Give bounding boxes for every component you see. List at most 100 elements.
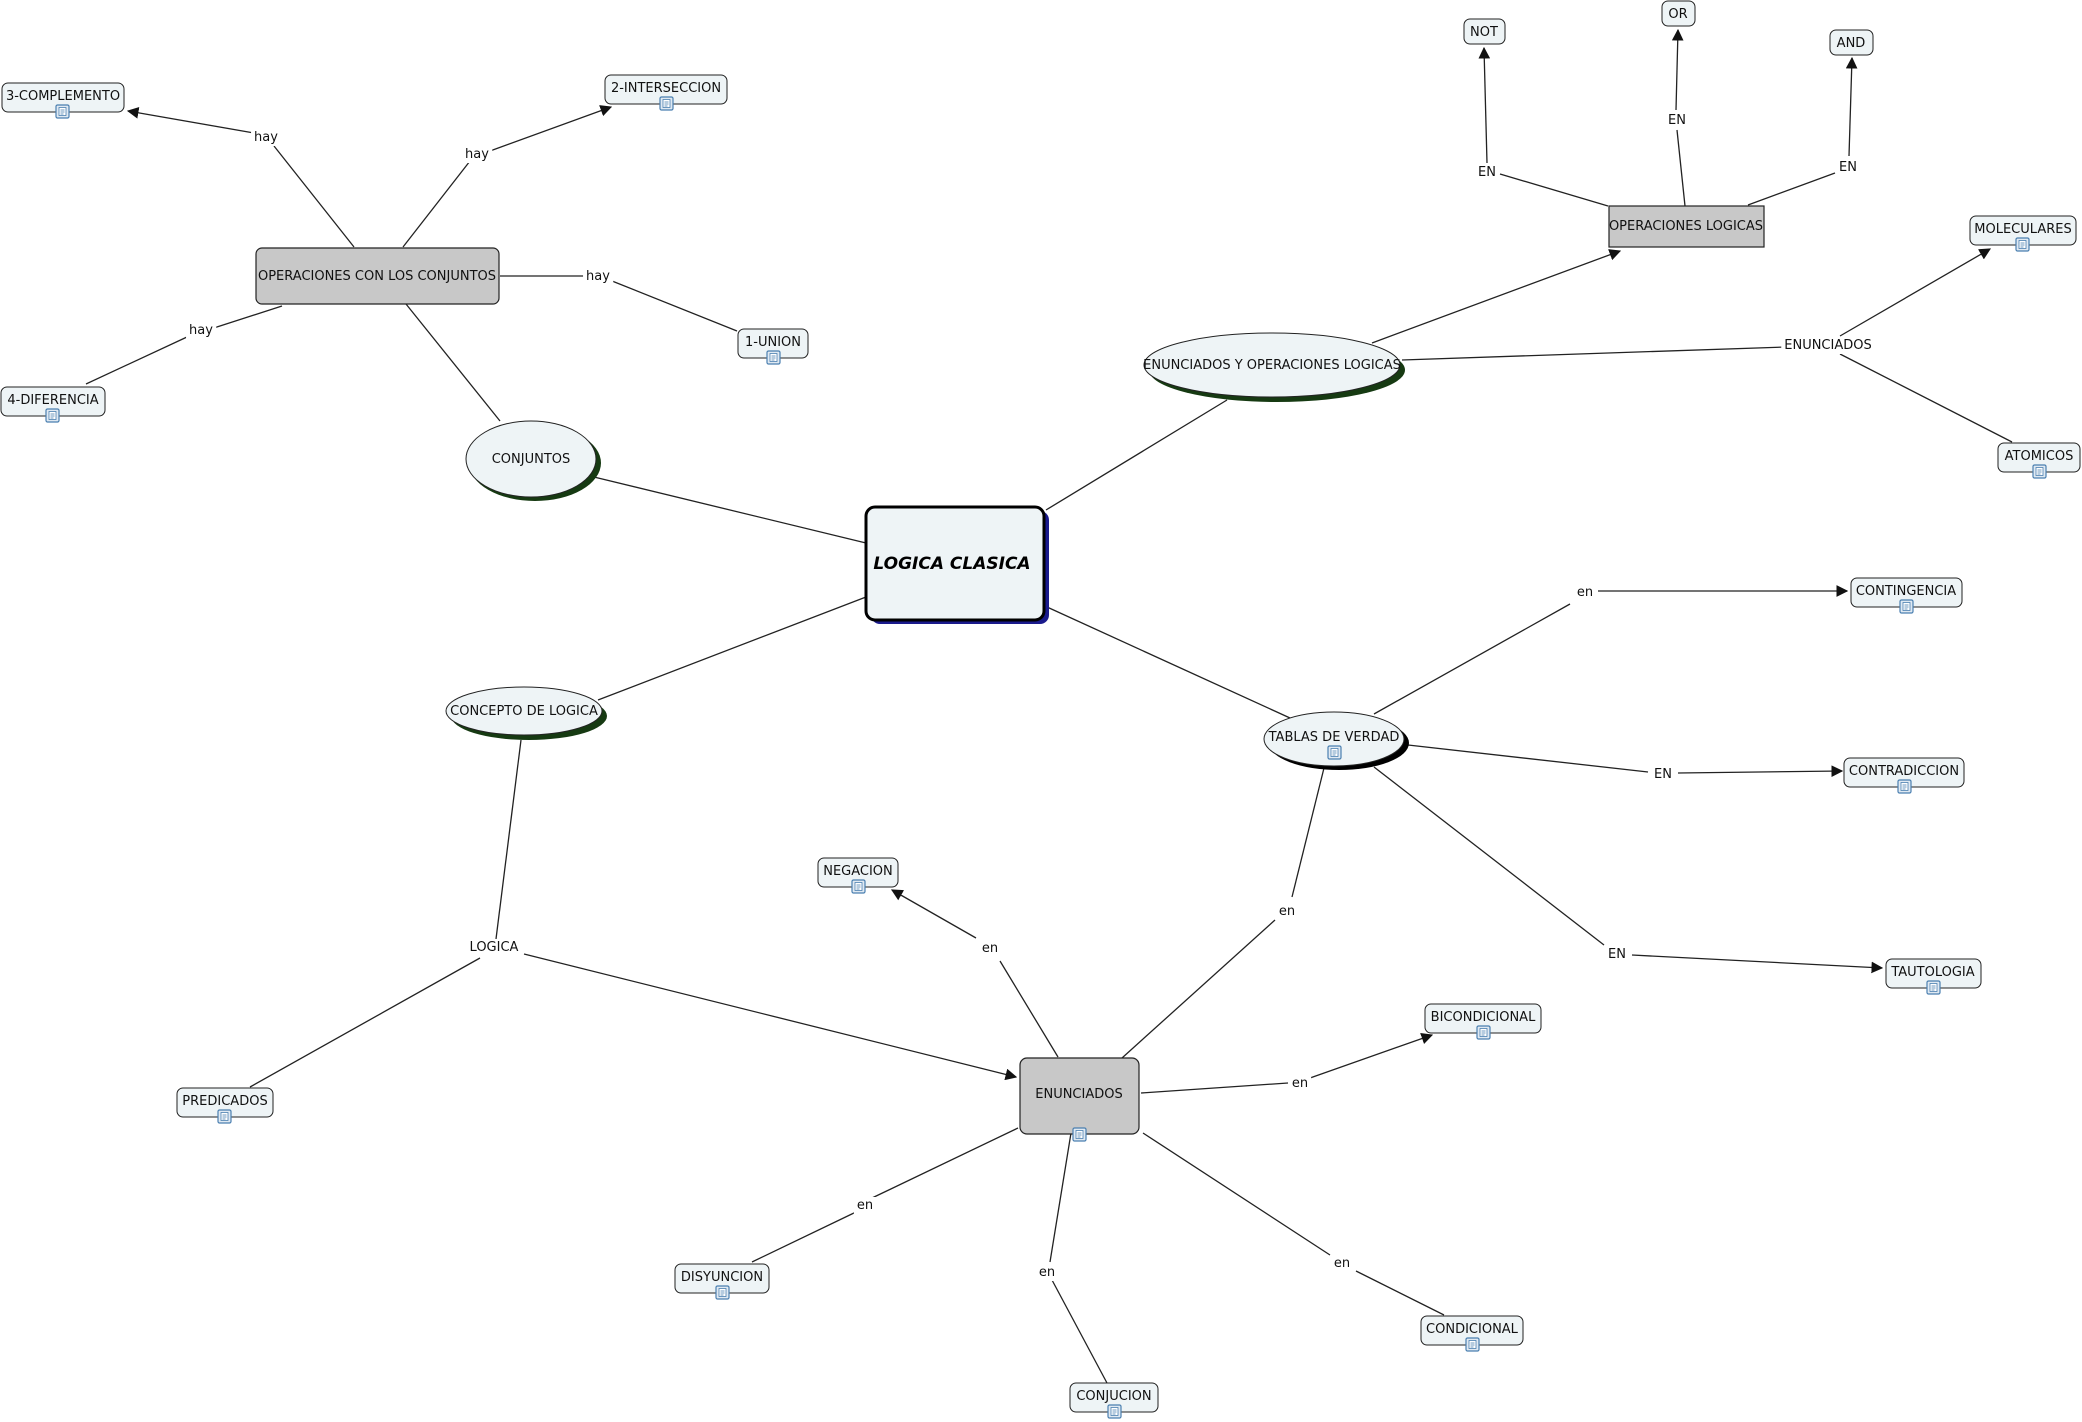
node-enunciados[interactable]: ENUNCIADOS	[1019, 1057, 1140, 1142]
node-negacion[interactable]: NEGACION	[817, 857, 899, 894]
node-complemento[interactable]: 3-COMPLEMENTO	[1, 82, 125, 119]
node-or[interactable]: OR	[1661, 0, 1696, 27]
link-label-background	[1836, 159, 1860, 176]
link-label-background	[853, 1197, 877, 1214]
link-label-background	[1288, 1075, 1312, 1092]
node-conjuntos[interactable]: CONJUNTOS	[465, 420, 601, 501]
node-moleculares[interactable]: MOLECULARES	[1969, 215, 2077, 252]
node-diferencia[interactable]: 4-DIFERENCIA	[0, 386, 106, 423]
link-label-background	[1605, 946, 1629, 963]
link-en-tablas[interactable]: en	[1279, 904, 1295, 919]
node-tablas-verdad[interactable]: TABLAS DE VERDAD	[1263, 711, 1409, 770]
link-hay-union[interactable]: hay	[586, 269, 610, 284]
node-and[interactable]: AND	[1829, 29, 1874, 56]
document-icon[interactable]	[55, 104, 70, 119]
link-en-not[interactable]: EN	[1478, 165, 1496, 180]
node-bicondicional[interactable]: BICONDICIONAL	[1424, 1003, 1542, 1040]
node-contingencia[interactable]: CONTINGENCIA	[1850, 577, 1963, 614]
edge-enunciados-en-tablas	[1121, 919, 1276, 1059]
document-icon[interactable]	[2015, 237, 2030, 252]
link-en-contingencia[interactable]: en	[1577, 585, 1593, 600]
edge-hay-diferencia	[85, 336, 188, 385]
node-contradiccion-label: CONTRADICCION	[1849, 764, 1959, 779]
node-operaciones-conjuntos[interactable]: OPERACIONES CON LOS CONJUNTOS	[255, 247, 500, 305]
edge-conjuntos-operaciones	[405, 303, 501, 422]
node-concepto-logica-label: CONCEPTO DE LOGICA	[450, 704, 598, 719]
link-label-background	[978, 940, 1002, 957]
document-icon[interactable]	[1926, 980, 1941, 995]
edge-oplog-en-and	[1747, 172, 1836, 206]
document-icon[interactable]	[1465, 1337, 1480, 1352]
node-union-label: 1-UNION	[745, 335, 801, 350]
edge-en-or	[1671, 28, 1684, 111]
edge-tablas-en-contingencia	[1373, 603, 1571, 715]
edge-enunciados-link-moleculares	[1839, 248, 1992, 337]
link-en-or[interactable]: EN	[1668, 113, 1686, 128]
node-interseccion[interactable]: 2-INTERSECCION	[604, 74, 728, 111]
node-operaciones-logicas[interactable]: OPERACIONES LOGICAS	[1608, 205, 1765, 248]
document-icon[interactable]	[45, 408, 60, 423]
link-hay-diferencia[interactable]: hay	[189, 323, 213, 338]
edge-en-contradiccion	[1677, 765, 1844, 777]
document-icon[interactable]	[1899, 599, 1914, 614]
edge-op-hay-complemento	[273, 145, 355, 248]
edge-en-not	[1478, 46, 1491, 164]
node-or-label: OR	[1668, 7, 1687, 22]
link-en-bicondicional[interactable]: en	[1292, 1076, 1308, 1091]
node-condicional[interactable]: CONDICIONAL	[1420, 1315, 1524, 1352]
document-icon[interactable]	[851, 879, 866, 894]
edge-enunciados-ops-to-oplog	[1371, 249, 1622, 344]
document-icon[interactable]	[1107, 1404, 1122, 1419]
link-label-background	[1275, 903, 1299, 920]
link-en-conjucion[interactable]: en	[1039, 1265, 1055, 1280]
node-predicados[interactable]: PREDICADOS	[176, 1087, 274, 1124]
link-en-condicional[interactable]: en	[1334, 1256, 1350, 1271]
link-hay-complemento[interactable]: hay	[254, 130, 278, 145]
edge-tablas-en-tautologia	[1373, 766, 1605, 946]
link-label-background	[1651, 766, 1675, 783]
link-labels: hay hay hay hay EN EN EN ENUNCIADOS LOGI…	[186, 112, 1875, 1281]
node-moleculares-label: MOLECULARES	[1974, 222, 2071, 237]
node-disyuncion-label: DISYUNCION	[681, 1270, 763, 1285]
document-icon[interactable]	[2032, 464, 2047, 479]
node-tautologia-label: TAUTOLOGIA	[1890, 965, 1974, 980]
document-icon[interactable]	[217, 1109, 232, 1124]
link-hay-interseccion[interactable]: hay	[465, 147, 489, 162]
node-disyuncion[interactable]: DISYUNCION	[674, 1263, 770, 1300]
edge-enunciados-en-conjucion	[1049, 1132, 1072, 1263]
edge-en-tablas	[1291, 767, 1325, 898]
node-not-label: NOT	[1470, 25, 1498, 40]
document-icon[interactable]	[1476, 1025, 1491, 1040]
node-tautologia[interactable]: TAUTOLOGIA	[1885, 958, 1982, 995]
node-operaciones-logicas-label: OPERACIONES LOGICAS	[1609, 219, 1763, 234]
link-en-disyuncion[interactable]: en	[857, 1198, 873, 1213]
node-contingencia-label: CONTINGENCIA	[1856, 584, 1956, 599]
link-en-negacion[interactable]: en	[982, 941, 998, 956]
node-logica-clasica[interactable]: LOGICA CLASICA	[864, 505, 1049, 624]
edge-logica-enunciados-ops	[1045, 399, 1228, 511]
document-icon[interactable]	[715, 1285, 730, 1300]
edge-hay-interseccion	[489, 105, 613, 152]
node-contradiccion[interactable]: CONTRADICCION	[1843, 757, 1965, 794]
node-not[interactable]: NOT	[1463, 18, 1506, 45]
link-enunciados[interactable]: ENUNCIADOS	[1784, 338, 1871, 353]
document-icon[interactable]	[1897, 779, 1912, 794]
link-en-contradiccion[interactable]: EN	[1654, 767, 1672, 782]
node-enunciados-operaciones[interactable]: ENUNCIADOS Y OPERACIONES LOGICAS	[1143, 332, 1405, 402]
edge-enunciados-en-disyuncion	[871, 1127, 1019, 1199]
document-icon[interactable]	[1072, 1127, 1087, 1142]
link-en-and[interactable]: EN	[1839, 160, 1857, 175]
document-icon[interactable]	[1327, 745, 1342, 760]
node-and-label: AND	[1837, 36, 1866, 51]
edge-en-and	[1845, 56, 1858, 157]
link-logica[interactable]: LOGICA	[470, 940, 519, 955]
node-union[interactable]: 1-UNION	[737, 328, 809, 365]
node-conjucion[interactable]: CONJUCION	[1069, 1382, 1159, 1419]
link-en-tautologia[interactable]: EN	[1608, 947, 1626, 962]
node-atomicos[interactable]: ATOMICOS	[1997, 442, 2081, 479]
node-concepto-logica[interactable]: CONCEPTO DE LOGICA	[445, 686, 607, 740]
edge-enunciados-en-condicional	[1142, 1132, 1331, 1256]
link-label-background	[1573, 584, 1597, 601]
document-icon[interactable]	[659, 96, 674, 111]
document-icon[interactable]	[766, 350, 781, 365]
